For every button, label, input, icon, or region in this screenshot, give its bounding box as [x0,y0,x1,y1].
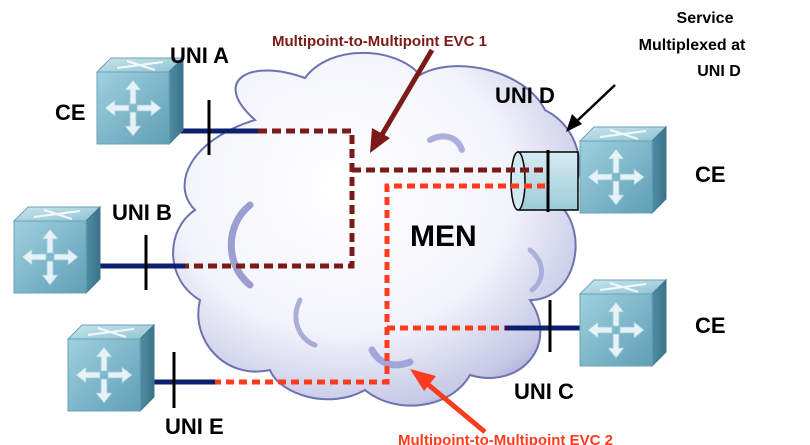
evc2-label: Multipoint-to-Multipoint EVC 2 [398,432,613,445]
ce-router-icon [13,206,101,294]
uni-c-label: UNI C [514,379,574,404]
uni-d-label: UNI D [495,83,555,108]
ce-router-icon [579,279,667,367]
network-cloud-icon [172,51,581,407]
ce-d-label: CE [695,162,726,187]
service-note-line3: UNI D [697,63,741,80]
callout-arrows [370,48,616,434]
uni-e-label: UNI E [165,414,224,439]
ce-router-icon [579,126,667,214]
evc1-path [185,128,545,269]
evc1-label: Multipoint-to-Multipoint EVC 1 [272,33,487,50]
ce-router-icon [67,324,155,412]
uni-a-label: UNI A [170,43,229,68]
service-note-line1: Service [677,10,734,27]
service-note-line2: Multiplexed at [639,37,746,54]
ce-router-icon [96,57,184,145]
ce-a-label: CE [55,100,86,125]
men-label: MEN [410,220,477,253]
uni-b-label: UNI B [112,200,172,225]
evc2-path [215,183,545,385]
uni-links [95,100,590,408]
service-tunnel-icon [510,150,579,212]
ce-c-label: CE [695,313,726,338]
